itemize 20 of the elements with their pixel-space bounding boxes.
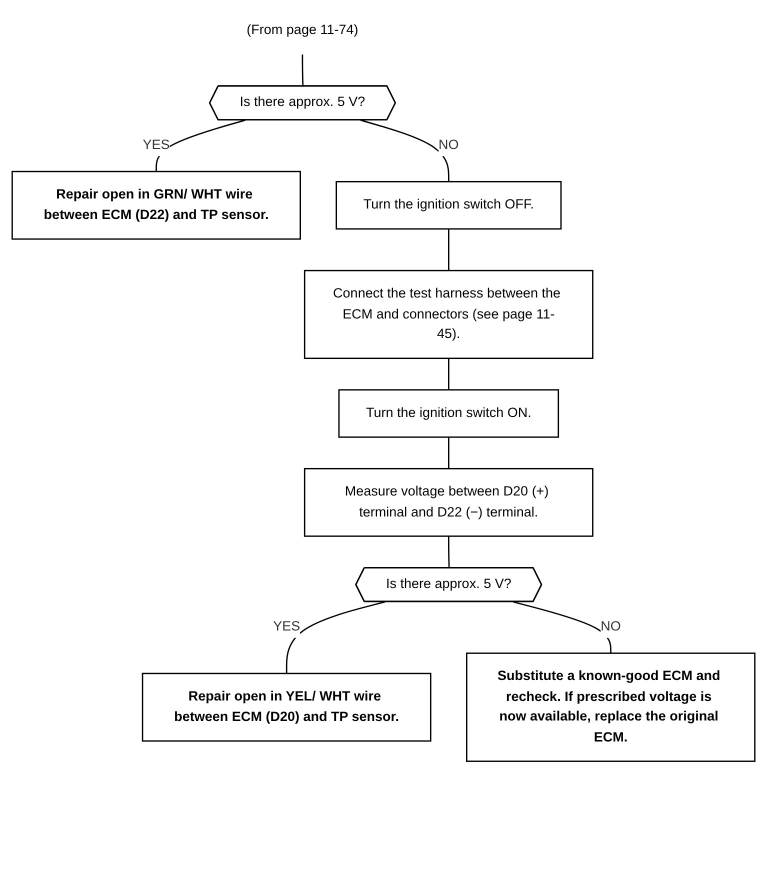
connector (448, 437, 450, 469)
node-box: Measure voltage between D20 (+) terminal and D22 (−) terminal. (304, 468, 594, 537)
connector (448, 228, 450, 271)
connector (360, 120, 450, 182)
edge-label: YES (273, 619, 300, 634)
edge-label: NO (438, 137, 459, 153)
connector (302, 54, 304, 86)
node-box: Repair open in YEL/ WHT wire between ECM (D20) and TP sensor. (142, 672, 432, 742)
edge-label: NO (600, 619, 621, 634)
edge-label: YES (142, 137, 170, 153)
connector (448, 358, 450, 390)
connector (286, 601, 386, 674)
connector (448, 536, 450, 568)
connector (512, 601, 612, 654)
node-box: Substitute a known-good ECM and recheck. If prescribed voltage is now available, replace the original ECM. (466, 652, 756, 762)
node-box: Turn the ignition switch OFF. (336, 180, 562, 230)
node-box: Turn the ignition switch ON. (338, 389, 560, 438)
node-text: (From page 11-74) (246, 22, 358, 38)
node-box: Connect the test harness between the ECM and connectors (see page 11-45). (304, 270, 594, 360)
node-box: Repair open in GRN/ WHT wire between ECM (D22) and TP sensor. (12, 170, 301, 240)
